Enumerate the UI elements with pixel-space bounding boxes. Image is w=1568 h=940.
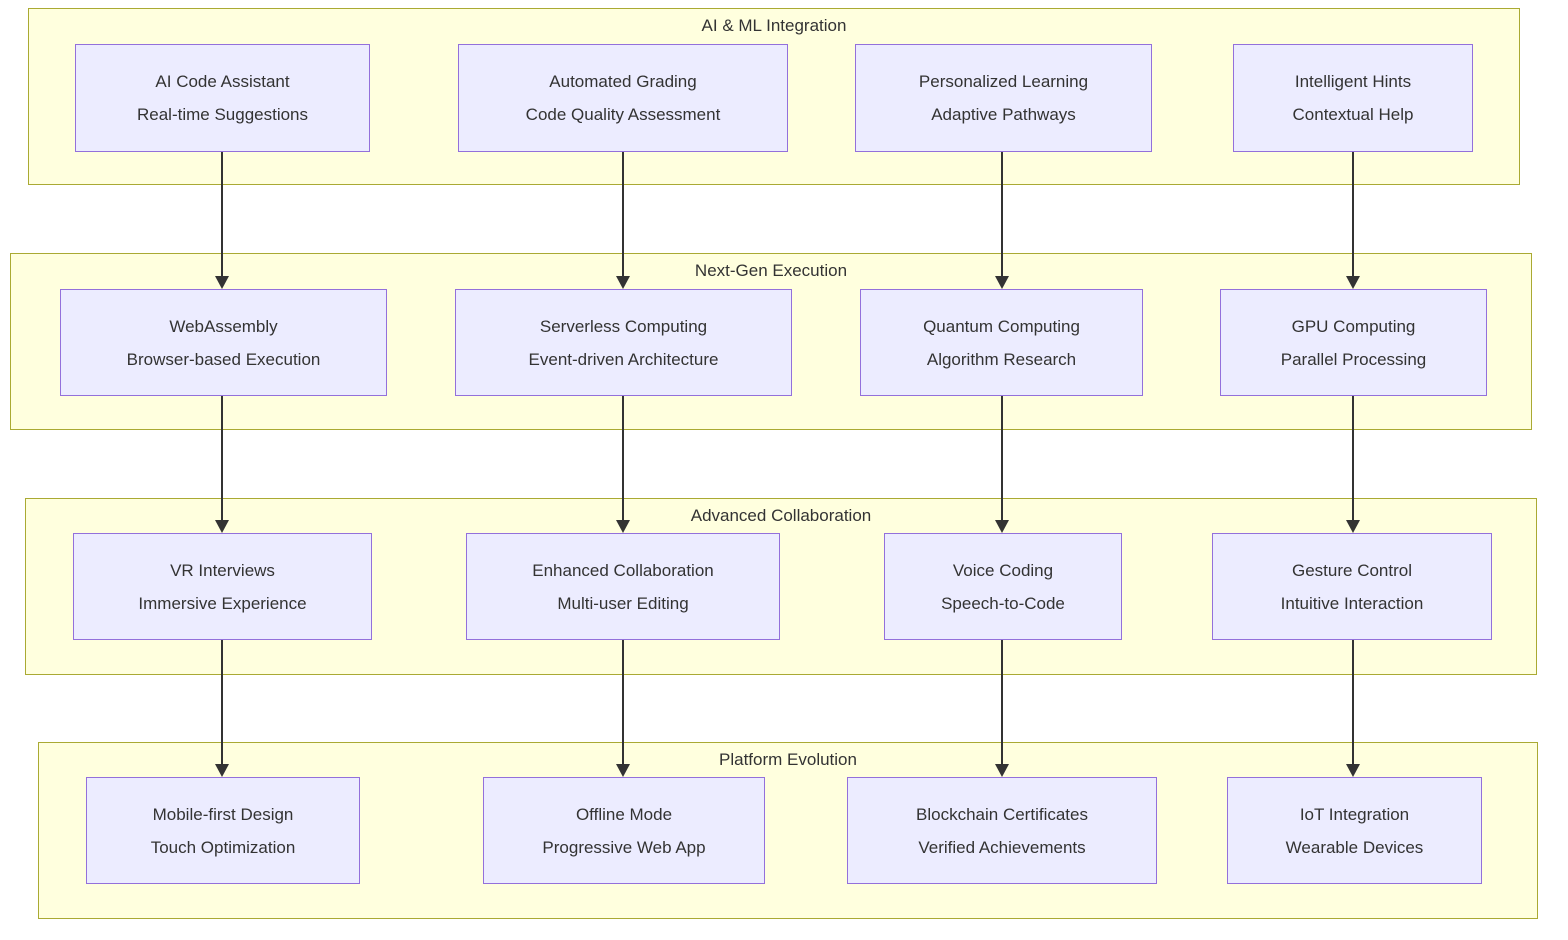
node-label: Touch Optimization xyxy=(150,837,296,857)
node-label: Intelligent Hints xyxy=(1294,72,1412,91)
node-serverless-computing: Serverless Computing Event-driven Archit… xyxy=(455,289,792,396)
arrow-shaft xyxy=(622,396,624,522)
node-label: AI Code Assistant xyxy=(155,72,290,91)
subgraph-title: AI & ML Integration xyxy=(701,16,847,35)
subgraph-title: Advanced Collaboration xyxy=(690,506,872,525)
node-vr-interviews: VR Interviews Immersive Experience xyxy=(73,533,372,640)
arrow-shaft xyxy=(622,152,624,278)
arrow-shaft xyxy=(1001,640,1003,766)
arrow-shaft xyxy=(1001,152,1003,278)
arrow-webassembly-to-vr-interviews xyxy=(215,396,229,533)
arrowhead-icon xyxy=(616,520,630,533)
arrowhead-icon xyxy=(215,276,229,289)
node-label: Gesture Control xyxy=(1292,560,1412,580)
node-label: Automated Grading xyxy=(549,72,697,91)
node-label: Contextual Help xyxy=(1292,105,1414,124)
arrowhead-icon xyxy=(1346,764,1360,777)
node-label: Offline Mode xyxy=(575,804,673,824)
arrowhead-icon xyxy=(1346,276,1360,289)
node-label: WebAssembly xyxy=(169,316,278,336)
arrowhead-icon xyxy=(215,520,229,533)
node-gpu-computing: GPU Computing Parallel Processing xyxy=(1220,289,1487,396)
arrowhead-icon xyxy=(995,764,1009,777)
subgraph-title: Next-Gen Execution xyxy=(694,261,848,280)
node-intelligent-hints: Intelligent Hints Contextual Help xyxy=(1233,44,1473,152)
node-offline-mode: Offline Mode Progressive Web App xyxy=(483,777,765,884)
arrow-gesture-control-to-iot-integration xyxy=(1346,640,1360,777)
node-label: Serverless Computing xyxy=(539,316,708,336)
node-label: VR Interviews xyxy=(170,560,275,580)
node-label: Blockchain Certificates xyxy=(916,804,1088,824)
arrow-enhanced-collaboration-to-offline-mode xyxy=(616,640,630,777)
arrow-shaft xyxy=(1352,152,1354,278)
arrow-shaft xyxy=(221,640,223,766)
arrowhead-icon xyxy=(616,276,630,289)
node-label: Quantum Computing xyxy=(923,316,1080,336)
node-enhanced-collaboration: Enhanced Collaboration Multi-user Editin… xyxy=(466,533,780,640)
arrow-intelligent-hints-to-gpu-computing xyxy=(1346,152,1360,289)
node-ai-code-assistant: AI Code Assistant Real-time Suggestions xyxy=(75,44,370,152)
arrow-personalized-learning-to-quantum-computing xyxy=(995,152,1009,289)
node-label: Immersive Experience xyxy=(138,593,307,613)
node-label: GPU Computing xyxy=(1291,316,1416,336)
node-label: Real-time Suggestions xyxy=(136,105,309,124)
node-label: Voice Coding xyxy=(952,560,1054,580)
arrowhead-icon xyxy=(995,520,1009,533)
node-label: Speech-to-Code xyxy=(941,593,1065,613)
arrowhead-icon xyxy=(215,764,229,777)
node-quantum-computing: Quantum Computing Algorithm Research xyxy=(860,289,1143,396)
node-label: Intuitive Interaction xyxy=(1280,593,1424,613)
arrow-gpu-computing-to-gesture-control xyxy=(1346,396,1360,533)
node-label: IoT Integration xyxy=(1299,804,1410,824)
node-label: Progressive Web App xyxy=(542,837,706,857)
arrow-vr-interviews-to-mobile-first-design xyxy=(215,640,229,777)
node-label: Wearable Devices xyxy=(1285,837,1424,857)
node-iot-integration: IoT Integration Wearable Devices xyxy=(1227,777,1482,884)
node-label: Personalized Learning xyxy=(918,72,1089,91)
node-label: Mobile-first Design xyxy=(152,804,294,824)
arrow-shaft xyxy=(622,640,624,766)
arrow-shaft xyxy=(1352,640,1354,766)
node-label: Code Quality Assessment xyxy=(525,105,721,124)
node-label: Parallel Processing xyxy=(1280,349,1427,369)
arrow-shaft xyxy=(221,152,223,278)
arrow-shaft xyxy=(1352,396,1354,522)
arrowhead-icon xyxy=(1346,520,1360,533)
node-label: Verified Achievements xyxy=(918,837,1086,857)
node-webassembly: WebAssembly Browser-based Execution xyxy=(60,289,387,396)
arrow-ai-code-assistant-to-webassembly xyxy=(215,152,229,289)
node-label: Enhanced Collaboration xyxy=(532,560,714,580)
arrowhead-icon xyxy=(616,764,630,777)
arrow-serverless-computing-to-enhanced-collaboration xyxy=(616,396,630,533)
node-label: Browser-based Execution xyxy=(126,349,321,369)
subgraph-title: Platform Evolution xyxy=(719,750,857,769)
arrow-automated-grading-to-serverless-computing xyxy=(616,152,630,289)
node-gesture-control: Gesture Control Intuitive Interaction xyxy=(1212,533,1492,640)
node-mobile-first-design: Mobile-first Design Touch Optimization xyxy=(86,777,360,884)
arrow-shaft xyxy=(1001,396,1003,522)
arrow-voice-coding-to-blockchain-certificates xyxy=(995,640,1009,777)
node-label: Multi-user Editing xyxy=(557,593,689,613)
node-label: Algorithm Research xyxy=(926,349,1077,369)
node-automated-grading: Automated Grading Code Quality Assessmen… xyxy=(458,44,788,152)
node-voice-coding: Voice Coding Speech-to-Code xyxy=(884,533,1122,640)
node-label: Event-driven Architecture xyxy=(528,349,719,369)
arrow-shaft xyxy=(221,396,223,522)
node-blockchain-certificates: Blockchain Certificates Verified Achieve… xyxy=(847,777,1157,884)
node-label: Adaptive Pathways xyxy=(931,105,1076,124)
arrowhead-icon xyxy=(995,276,1009,289)
arrow-quantum-computing-to-voice-coding xyxy=(995,396,1009,533)
node-personalized-learning: Personalized Learning Adaptive Pathways xyxy=(855,44,1152,152)
